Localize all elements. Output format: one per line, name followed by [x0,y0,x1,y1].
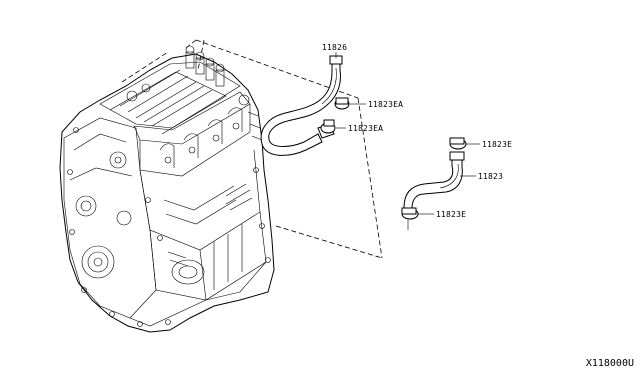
label-11823e-top: 11823E [482,140,512,149]
label-11823: 11823 [478,172,503,181]
clamp-11823e-bottom [401,207,434,230]
label-11823ea-upper: 11823EA [368,100,403,109]
callout-boundary-lines [121,39,383,259]
label-11823ea-lower: 11823EA [348,124,383,133]
label-11823e-bottom: 11823E [436,210,466,219]
engine-assembly [59,45,275,333]
lower-pcv-hose [403,151,465,209]
clamp-11823ea-lower [320,119,346,134]
upper-pcv-hose [260,55,343,156]
diagram-reference-code: X118000U [586,358,634,369]
clamp-11823e-top [449,137,480,150]
label-11826: 11826 [322,43,347,52]
clamp-11823ea-upper [334,97,366,110]
